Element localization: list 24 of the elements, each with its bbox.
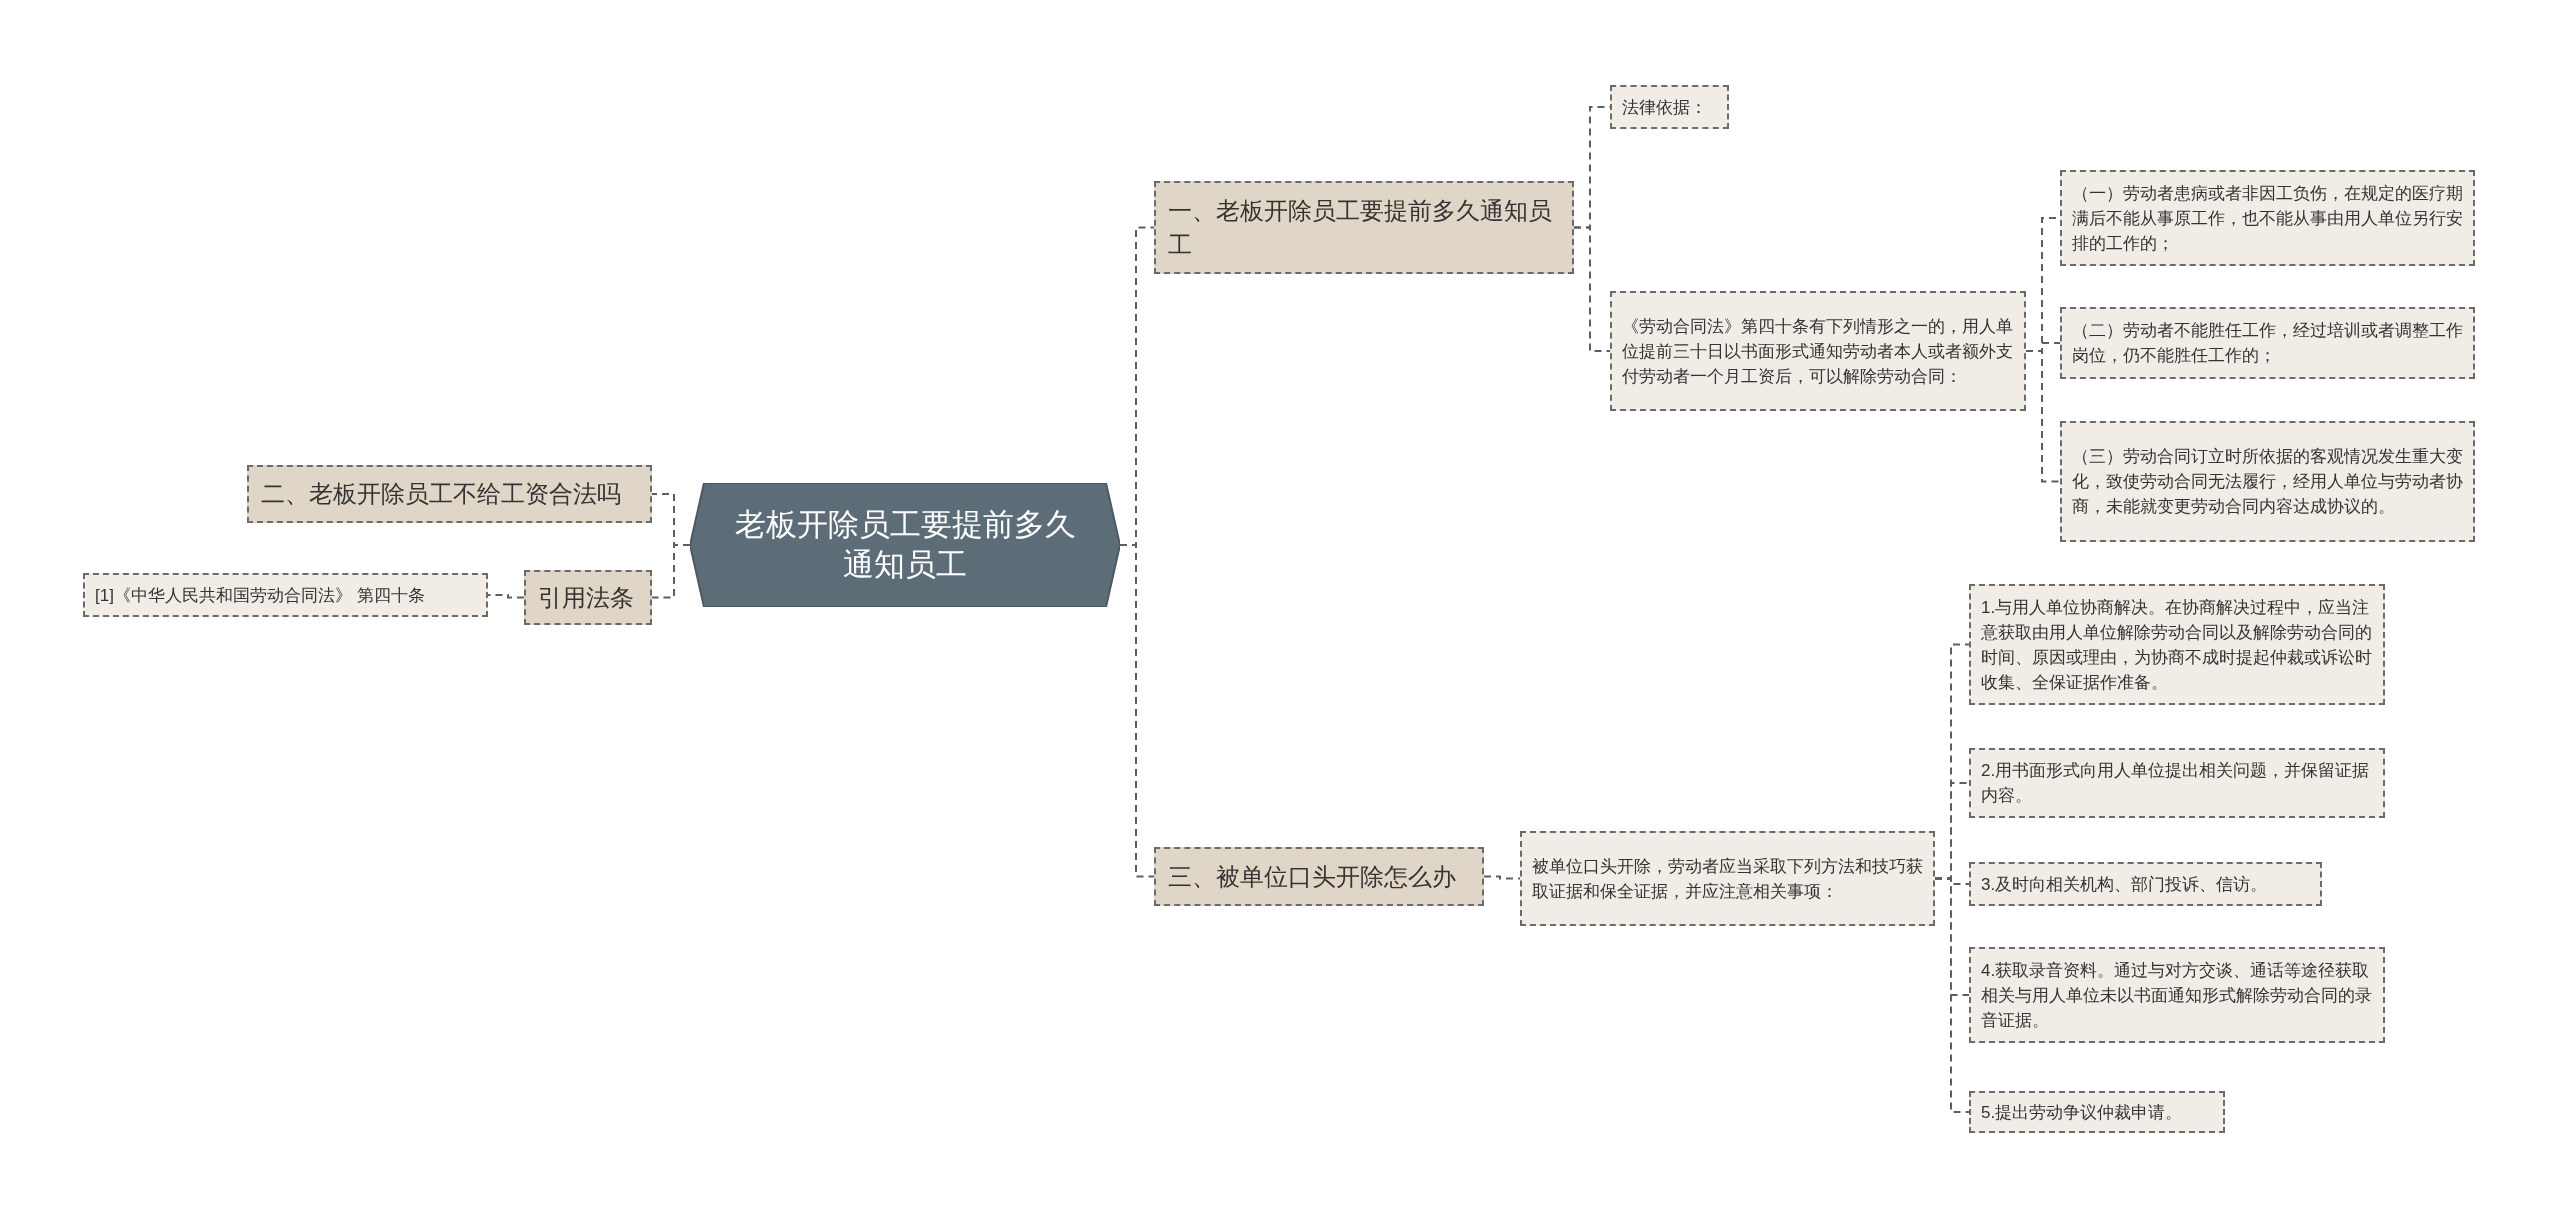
branch-box: 三、被单位口头开除怎么办 [1154,847,1484,906]
note-box: 法律依据： [1610,85,1729,129]
note-box: 5.提出劳动争议仲裁申请。 [1969,1091,2225,1133]
connector-line [1934,877,1970,1113]
connector-line [1483,875,1521,880]
note-box: （一）劳动者患病或者非因工负伤，在规定的医疗期满后不能从事原工作，也不能从事由用人单位另行安排的工作的； [2060,170,2475,266]
connector-line [651,544,691,599]
connector-line [487,594,525,599]
note-box: （三）劳动合同订立时所依据的客观情况发生重大变化，致使劳动合同无法履行，经用人单位与劳动者协商，未能就变更劳动合同内容达成协议的。 [2060,421,2475,542]
note-box: （二）劳动者不能胜任工作，经过培训或者调整工作岗位，仍不能胜任工作的； [2060,307,2475,379]
note-box: 3.及时向相关机构、部门投诉、信访。 [1969,862,2322,906]
connector-line [2025,350,2061,483]
branch-box: 一、老板开除员工要提前多久通知员工 [1154,181,1574,274]
note-box: 2.用书面形式向用人单位提出相关问题，并保留证据内容。 [1969,748,2385,818]
note-box: 4.获取录音资料。通过与对方交谈、通话等途径获取相关与用人单位未以书面通知形式解除劳动合同的录音证据。 [1969,947,2385,1043]
connector-line [1119,544,1155,878]
topic-hexagon: 老板开除员工要提前多久通知员工 [690,483,1120,607]
connector-line [1573,226,1611,352]
note-box: 《劳动合同法》第四十条有下列情形之一的，用人单位提前三十日以书面形式通知劳动者本人或者额外支付劳动者一个月工资后，可以解除劳动合同： [1610,291,2026,411]
note-box: 被单位口头开除，劳动者应当采取下列方法和技巧获取证据和保全证据，并应注意相关事项： [1520,831,1935,926]
note-box: 1.与用人单位协商解决。在协商解决过程中，应当注意获取由用人单位解除劳动合同以及解除劳动合同的时间、原因或理由，为协商不成时提起仲裁或诉讼时收集、全保证据作准备。 [1969,584,2385,705]
branch-box: 引用法条 [524,570,652,625]
note-box: [1]《中华人民共和国劳动合同法》 第四十条 [83,573,488,617]
branch-box: 二、老板开除员工不给工资合法吗 [247,465,652,523]
